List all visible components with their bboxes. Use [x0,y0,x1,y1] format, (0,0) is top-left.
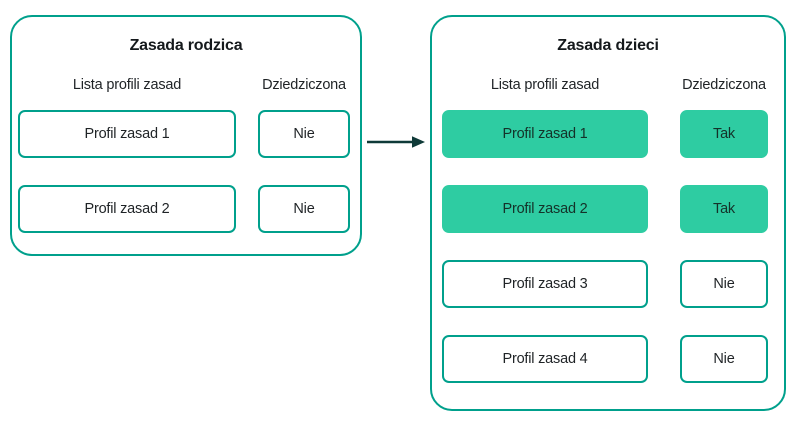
policy-inherited-cell[interactable]: Tak [680,110,768,158]
policy-inherited-cell[interactable]: Nie [680,335,768,383]
table-row: Profil zasad 1 Tak [432,110,784,158]
table-row: Profil zasad 1 Nie [12,110,360,158]
parent-policy-column-headers: Lista profili zasad Dziedziczona [12,77,360,99]
table-row: Profil zasad 2 Tak [432,185,784,233]
policy-profile-cell[interactable]: Profil zasad 3 [442,260,648,308]
policy-inherited-cell[interactable]: Nie [258,110,350,158]
arrow-right-icon [367,136,425,148]
parent-policy-panel: Zasada rodzica Lista profili zasad Dzied… [10,15,362,256]
policy-profile-cell[interactable]: Profil zasad 2 [18,185,236,233]
child-policy-rows: Profil zasad 1 Tak Profil zasad 2 Tak Pr… [432,110,784,410]
policy-inherited-cell[interactable]: Nie [258,185,350,233]
child-policy-panel: Zasada dzieci Lista profili zasad Dziedz… [430,15,786,411]
column-header-profiles: Lista profili zasad [72,77,182,93]
column-header-inherited: Dziedziczona [682,77,766,93]
policy-profile-cell[interactable]: Profil zasad 2 [442,185,648,233]
table-row: Profil zasad 3 Nie [432,260,784,308]
policy-inherited-cell[interactable]: Tak [680,185,768,233]
policy-profile-cell[interactable]: Profil zasad 1 [442,110,648,158]
column-header-inherited: Dziedziczona [262,77,346,93]
child-policy-column-headers: Lista profili zasad Dziedziczona [432,77,784,99]
table-row: Profil zasad 2 Nie [12,185,360,233]
child-policy-title: Zasada dzieci [557,37,659,54]
column-header-profiles: Lista profili zasad [490,77,600,93]
table-row: Profil zasad 4 Nie [432,335,784,383]
policy-profile-cell[interactable]: Profil zasad 1 [18,110,236,158]
policy-inherited-cell[interactable]: Nie [680,260,768,308]
parent-policy-rows: Profil zasad 1 Nie Profil zasad 2 Nie [12,110,360,260]
parent-policy-title: Zasada rodzica [129,37,243,54]
policy-profile-cell[interactable]: Profil zasad 4 [442,335,648,383]
